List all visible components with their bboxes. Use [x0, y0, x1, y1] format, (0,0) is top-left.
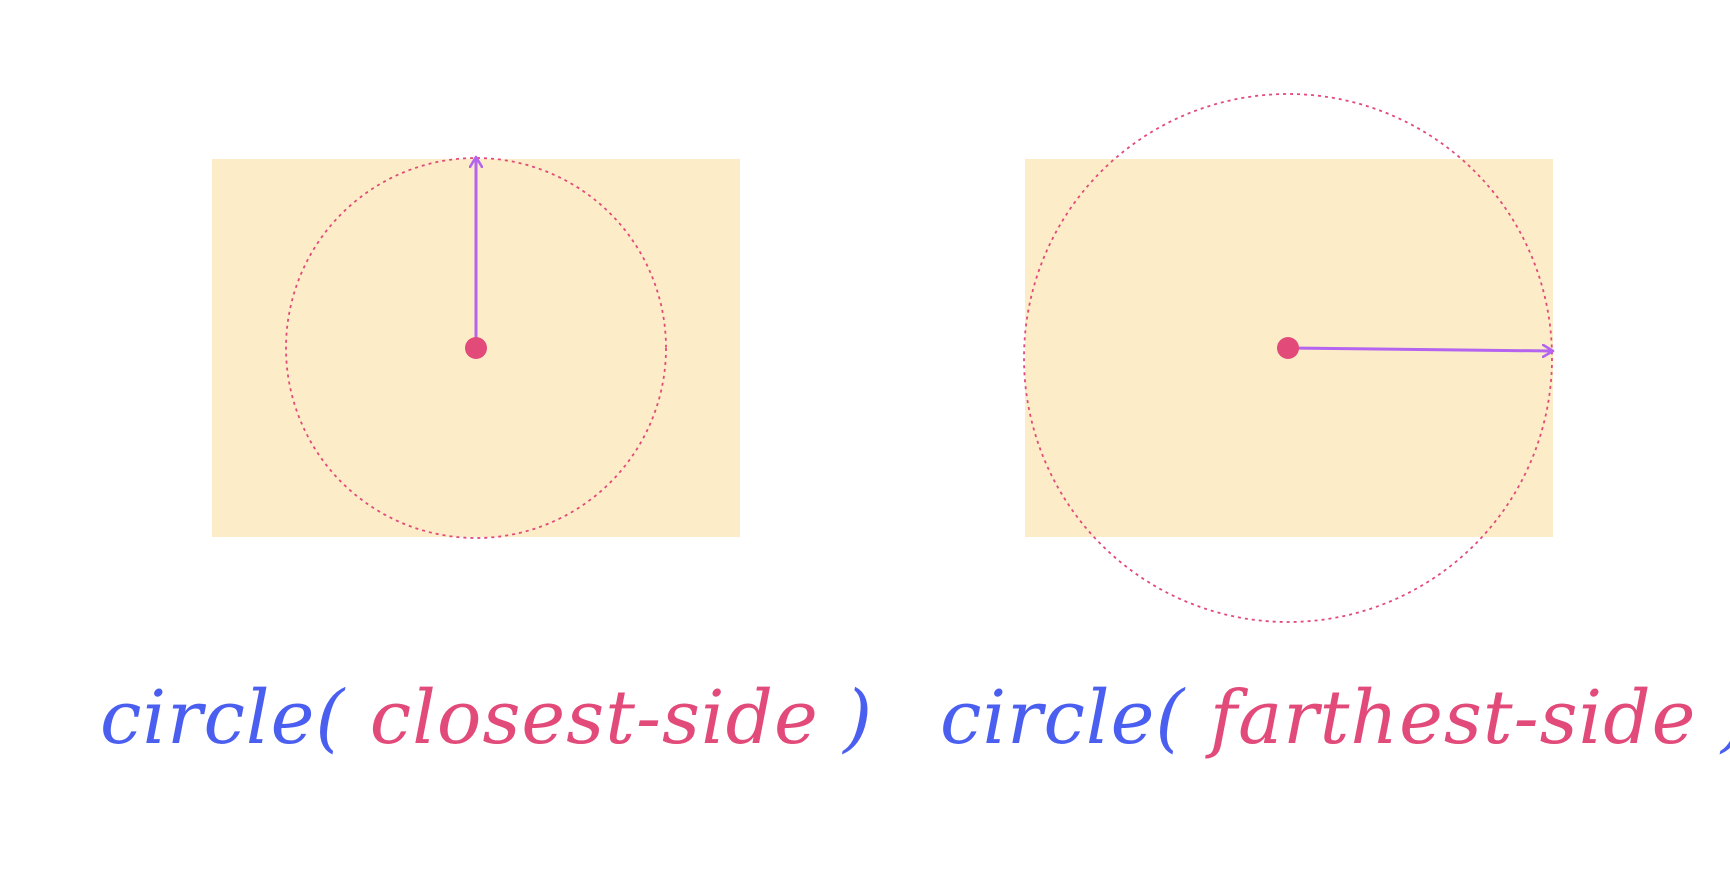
shape-keyword: farthest-side	[1209, 675, 1697, 761]
farthest-side-radius-arrow	[1289, 348, 1552, 351]
closest-side-circle	[285, 157, 667, 539]
function-name: circle(	[100, 675, 346, 761]
farthest-side-caption: circle( farthest-side )	[940, 668, 1730, 768]
closest-side-caption: circle( closest-side )	[100, 668, 873, 768]
farthest-side-panel	[1023, 93, 1553, 623]
closing-paren: )	[1721, 675, 1730, 761]
function-name: circle(	[940, 675, 1186, 761]
closing-paren: )	[843, 675, 874, 761]
center-dot	[465, 337, 487, 359]
closest-side-panel	[212, 157, 740, 539]
shape-keyword: closest-side	[369, 675, 819, 761]
center-dot	[1277, 337, 1299, 359]
